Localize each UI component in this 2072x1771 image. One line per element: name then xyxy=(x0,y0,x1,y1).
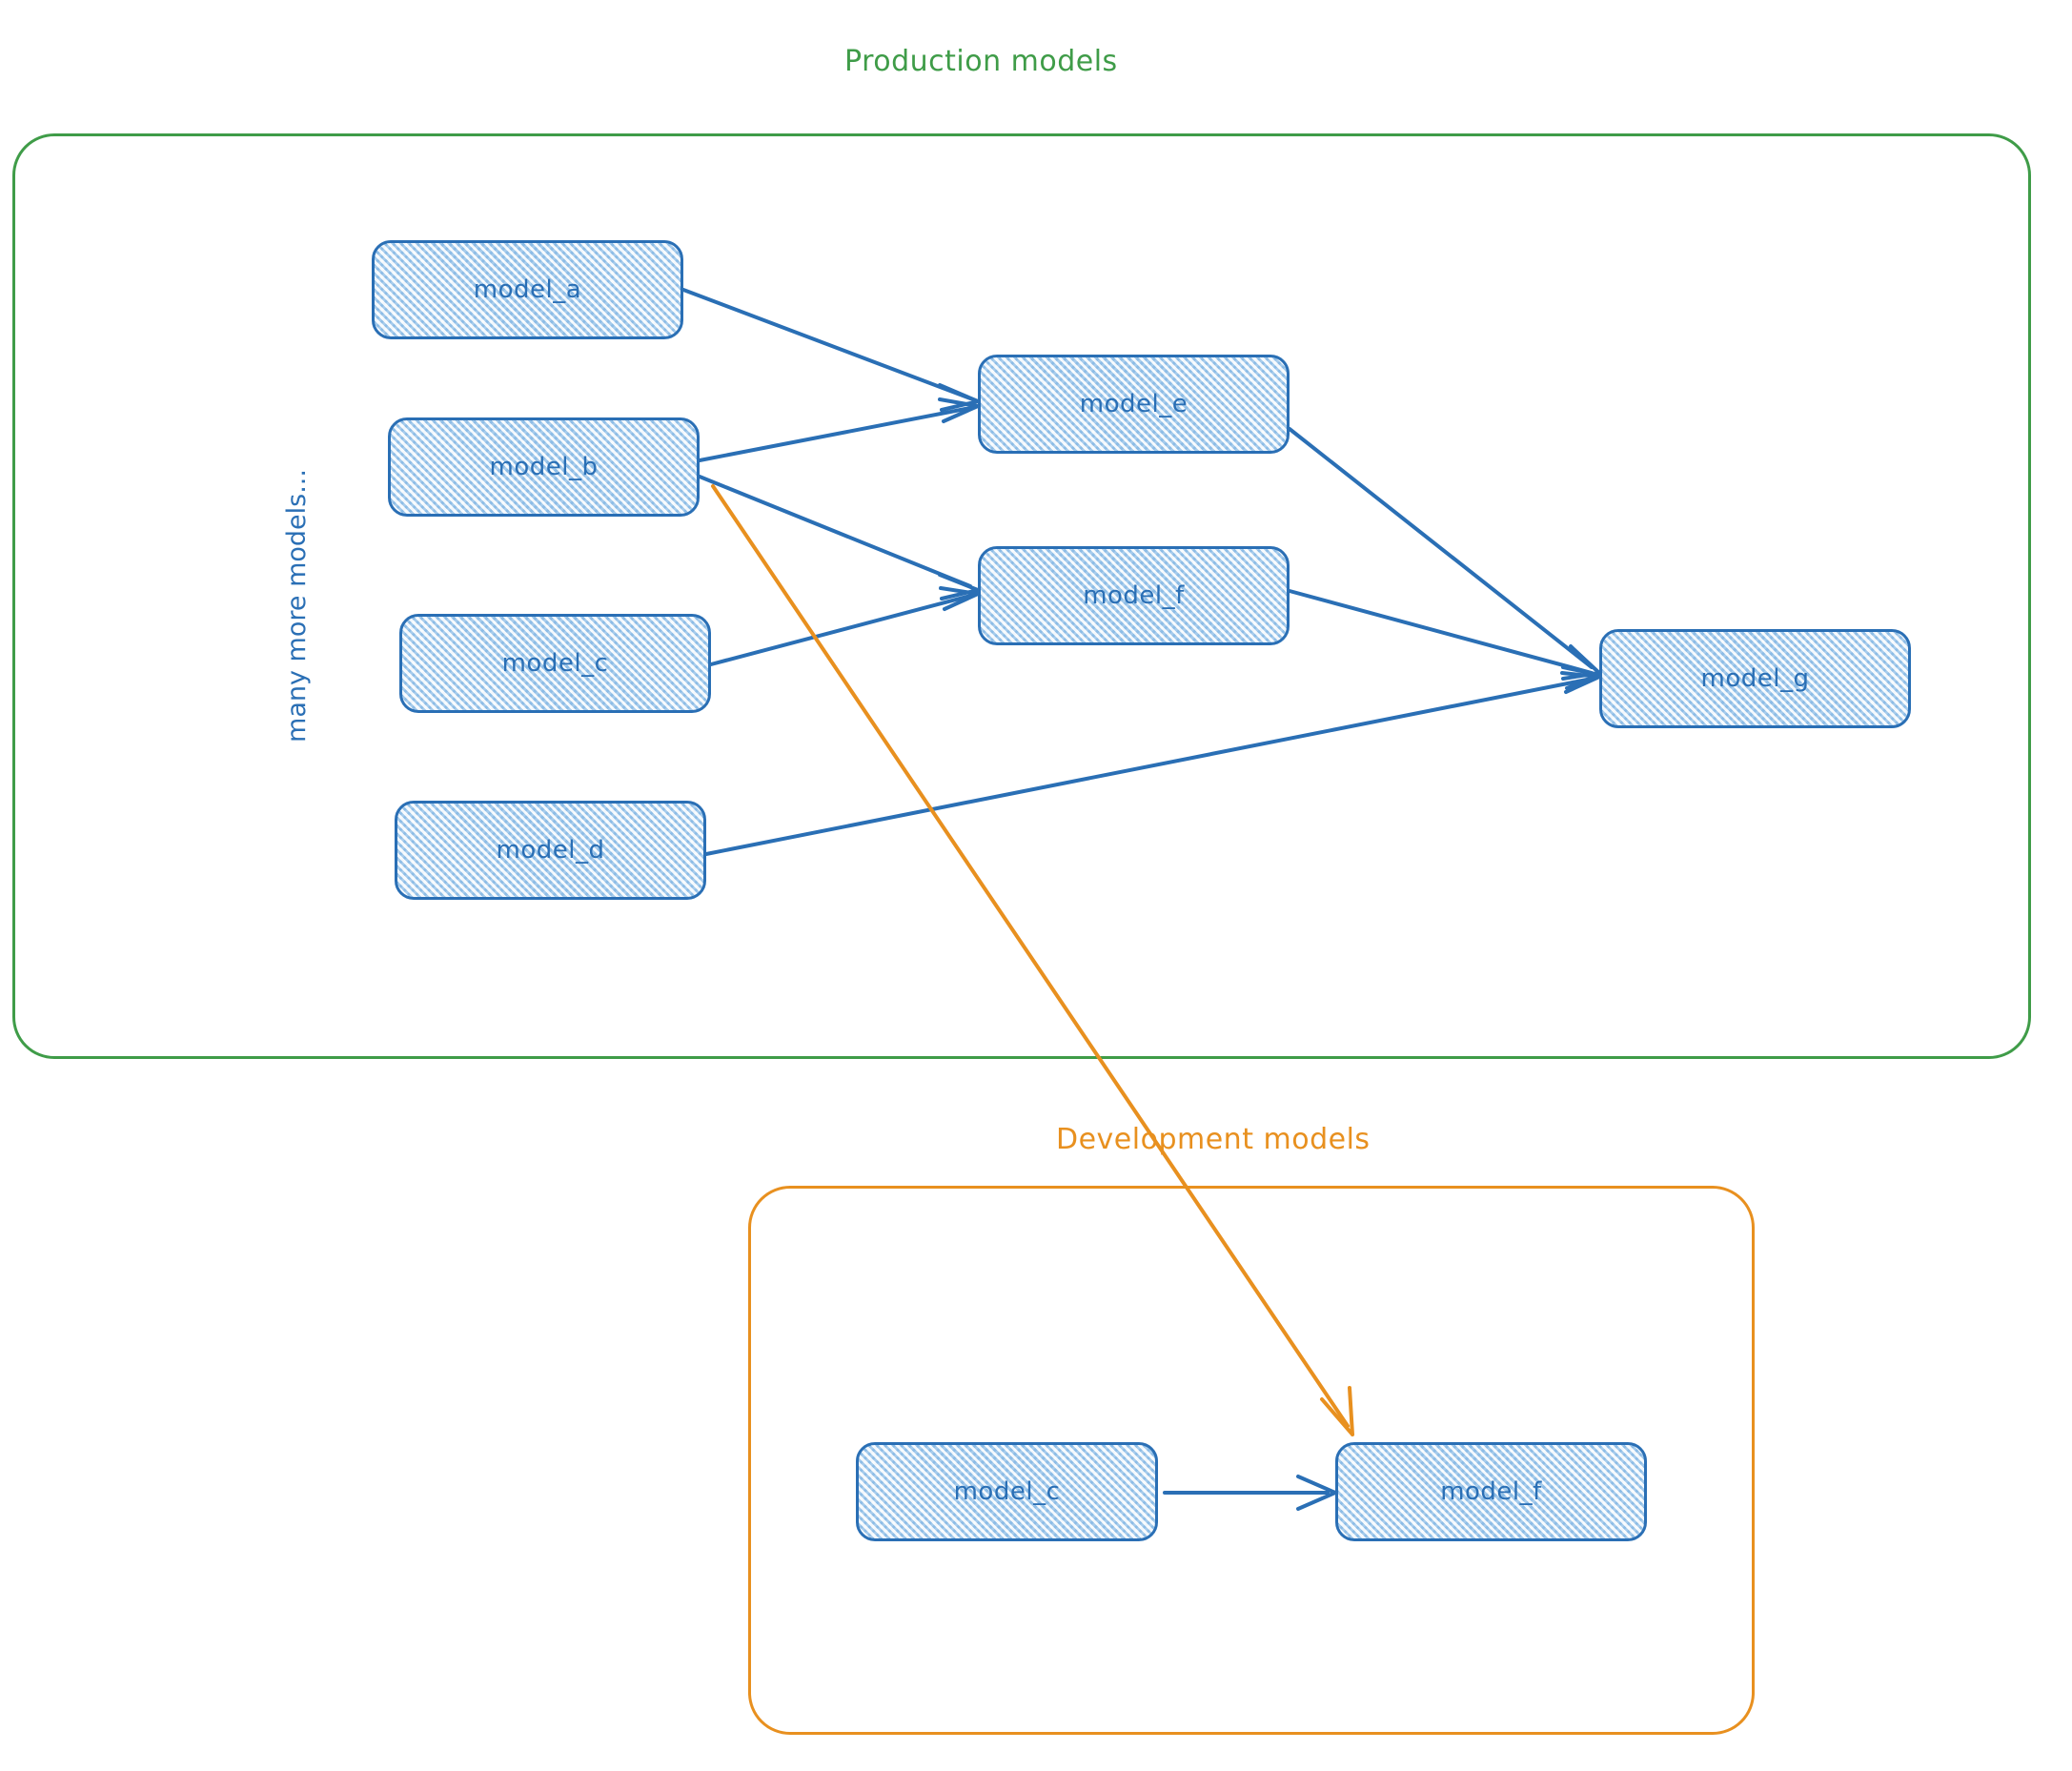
node-prod-model-f[interactable]: model_f xyxy=(978,546,1290,645)
node-label: model_c xyxy=(501,649,609,678)
node-label: model_d xyxy=(496,836,605,865)
node-dev-model-f[interactable]: model_f xyxy=(1335,1442,1647,1541)
node-prod-model-g[interactable]: model_g xyxy=(1599,629,1911,728)
node-dev-model-c[interactable]: model_c xyxy=(856,1442,1158,1541)
node-label: model_f xyxy=(1440,1477,1542,1506)
node-label: model_c xyxy=(953,1477,1061,1506)
node-prod-model-d[interactable]: model_d xyxy=(395,801,706,900)
node-label: model_e xyxy=(1079,390,1188,418)
node-prod-model-b[interactable]: model_b xyxy=(388,417,700,517)
node-prod-model-c[interactable]: model_c xyxy=(399,614,711,713)
node-label: model_f xyxy=(1083,581,1185,610)
many-more-models-note: many more models... xyxy=(281,469,312,743)
node-label: model_g xyxy=(1700,664,1810,693)
node-prod-model-e[interactable]: model_e xyxy=(978,355,1290,454)
node-prod-model-a[interactable]: model_a xyxy=(372,240,683,339)
node-label: model_b xyxy=(489,453,599,481)
node-label: model_a xyxy=(473,275,582,304)
production-models-title: Production models xyxy=(844,45,1118,78)
development-models-title: Development models xyxy=(1056,1123,1371,1156)
